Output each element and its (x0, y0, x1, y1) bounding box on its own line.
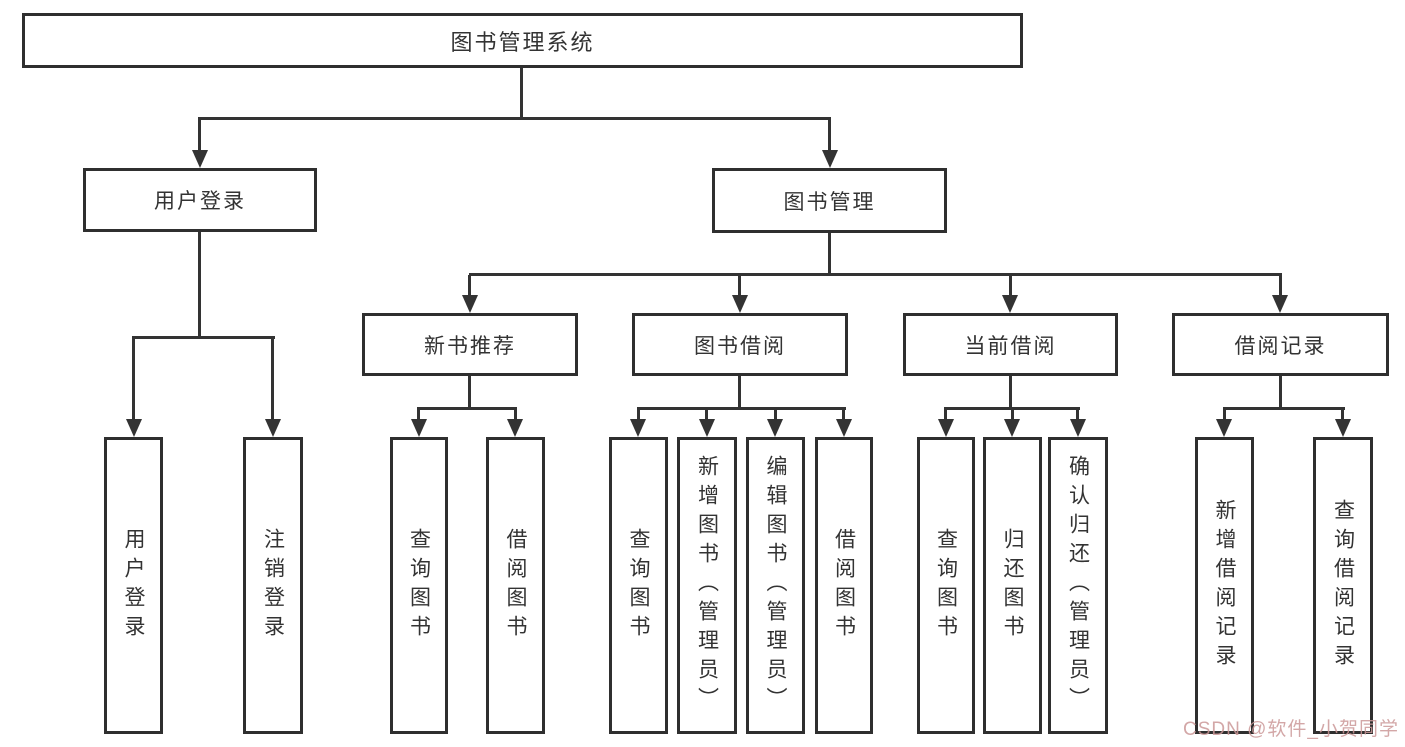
connector-line-h (944, 407, 1080, 410)
leaf-user-login: 用户登录 (104, 437, 163, 734)
leaf-label: 查询图书 (627, 527, 650, 644)
connector-line-v (828, 232, 831, 275)
leaf-label: 编辑图书（管理员） (764, 455, 787, 716)
leaf-label: 新增借阅记录 (1213, 498, 1236, 673)
leaf-label: 归还图书 (1001, 527, 1024, 644)
arrow-down-icon (630, 419, 646, 437)
arrow-down-icon (507, 419, 523, 437)
arrow-down-icon (192, 150, 208, 168)
leaf-label: 确认归还（管理员） (1066, 455, 1090, 716)
connector-line-v (738, 375, 741, 409)
leaf-query-books-current: 查询图书 (917, 437, 975, 734)
connector-line-h (469, 273, 1282, 276)
leaf-confirm-return-admin: 确认归还（管理员） (1048, 437, 1108, 734)
connector-line-h (132, 336, 275, 339)
connector-line-v (1009, 375, 1012, 409)
arrow-down-icon (732, 295, 748, 313)
connector-line-v (1279, 275, 1282, 297)
leaf-query-borrow-record: 查询借阅记录 (1313, 437, 1373, 734)
connector-line-h (198, 117, 831, 120)
connector-line-v (944, 409, 947, 421)
connector-line-v (1011, 409, 1014, 421)
leaf-label: 借阅图书 (832, 527, 856, 644)
arrow-down-icon (1004, 419, 1020, 437)
connector-line-h (1223, 407, 1345, 410)
leaf-return-books: 归还图书 (983, 437, 1042, 734)
connector-line-v (1279, 375, 1282, 409)
leaf-logout: 注销登录 (243, 437, 303, 734)
node-current-borrowing: 当前借阅 (903, 313, 1118, 376)
node-book-borrowing: 图书借阅 (632, 313, 848, 376)
leaf-query-books-recommend: 查询图书 (390, 437, 448, 734)
connector-line-v (1341, 409, 1344, 421)
connector-line-h (637, 407, 846, 410)
leaf-borrow-books: 借阅图书 (815, 437, 873, 734)
connector-line-v (417, 409, 420, 421)
leaf-label: 借阅图书 (504, 527, 527, 644)
node-borrowing-records: 借阅记录 (1172, 313, 1389, 376)
leaf-edit-books-admin: 编辑图书（管理员） (746, 437, 805, 734)
connector-line-v (198, 231, 201, 337)
connector-line-v (468, 275, 471, 297)
connector-line-v (828, 119, 831, 152)
node-new-book-recommend: 新书推荐 (362, 313, 578, 376)
arrow-down-icon (1216, 419, 1232, 437)
connector-line-v (468, 375, 471, 409)
connector-line-v (1009, 275, 1012, 297)
arrow-down-icon (822, 150, 838, 168)
node-user-login: 用户登录 (83, 168, 317, 232)
leaf-query-books-borrow: 查询图书 (609, 437, 668, 734)
leaf-borrow-books-recommend: 借阅图书 (486, 437, 545, 734)
connector-line-v (132, 338, 135, 421)
connector-line-v (520, 68, 523, 120)
arrow-down-icon (462, 295, 478, 313)
connector-line-v (514, 409, 517, 421)
arrow-down-icon (836, 419, 852, 437)
arrow-down-icon (1002, 295, 1018, 313)
node-library-system: 图书管理系统 (22, 13, 1023, 68)
connector-line-v (637, 409, 640, 421)
connector-line-v (1076, 409, 1079, 421)
leaf-add-books-admin: 新增图书（管理员） (677, 437, 737, 734)
arrow-down-icon (265, 419, 281, 437)
leaf-label: 查询借阅记录 (1331, 498, 1355, 673)
arrow-down-icon (411, 419, 427, 437)
arrow-down-icon (767, 419, 783, 437)
node-book-management: 图书管理 (712, 168, 947, 233)
connector-line-v (705, 409, 708, 421)
connector-line-v (271, 338, 274, 421)
leaf-label: 查询图书 (407, 527, 431, 644)
connector-line-v (1223, 409, 1226, 421)
leaf-label: 用户登录 (122, 527, 145, 644)
connector-line-v (198, 119, 201, 152)
arrow-down-icon (699, 419, 715, 437)
arrow-down-icon (1335, 419, 1351, 437)
connector-line-v (738, 275, 741, 297)
arrow-down-icon (938, 419, 954, 437)
leaf-label: 注销登录 (261, 527, 285, 644)
leaf-label: 查询图书 (934, 527, 958, 644)
connector-line-v (842, 409, 845, 421)
arrow-down-icon (1272, 295, 1288, 313)
connector-line-v (774, 409, 777, 421)
leaf-add-borrow-record: 新增借阅记录 (1195, 437, 1254, 734)
arrow-down-icon (126, 419, 142, 437)
csdn-watermark: CSDN @软件_小贺同学 (1183, 719, 1399, 740)
leaf-label: 新增图书（管理员） (695, 455, 719, 716)
connector-line-h (417, 407, 517, 410)
arrow-down-icon (1070, 419, 1086, 437)
